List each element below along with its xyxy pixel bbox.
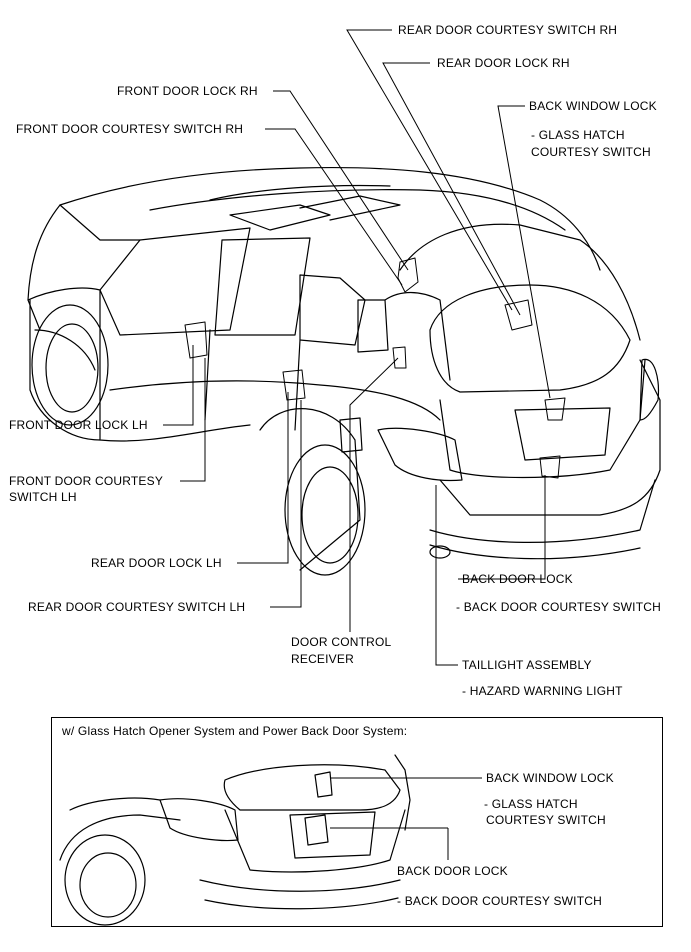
inset-title: w/ Glass Hatch Opener System and Power B… — [62, 724, 408, 738]
roof-outline — [59, 166, 601, 271]
label-rear-door-courtesy-switch-lh: REAR DOOR COURTESY SWITCH LH — [28, 600, 246, 614]
label-hazard-warning-light: - HAZARD WARNING LIGHT — [462, 684, 623, 698]
side-windows — [99, 227, 251, 336]
label-glass-hatch-courtesy-2: COURTESY SWITCH — [531, 145, 651, 159]
label-door-control-receiver-1: DOOR CONTROL — [291, 635, 392, 649]
rear-body — [439, 359, 646, 479]
taillight-left — [377, 427, 463, 482]
rear-window — [429, 284, 631, 393]
label-rear-door-lock-lh: REAR DOOR LOCK LH — [91, 556, 222, 570]
plate-recess — [514, 407, 611, 461]
label-back-window-lock: BACK WINDOW LOCK — [529, 99, 657, 113]
roof-rail — [149, 189, 566, 231]
front-wheel — [31, 304, 109, 426]
front-fender — [29, 299, 101, 441]
inset-label-back-window-lock: BACK WINDOW LOCK — [486, 771, 614, 785]
inset-panel — [51, 717, 663, 927]
rear-wheel-arch — [259, 408, 361, 571]
inset-label-glass-hatch-courtesy-1: - GLASS HATCH — [484, 797, 578, 811]
rear-bumper — [429, 479, 656, 543]
label-rear-door-lock-rh: REAR DOOR LOCK RH — [437, 56, 570, 70]
label-rear-door-courtesy-switch-rh: REAR DOOR COURTESY SWITCH RH — [398, 23, 618, 37]
inset-label-back-door-lock: BACK DOOR LOCK — [397, 864, 508, 878]
component-parts — [184, 257, 566, 479]
label-back-door-lock: BACK DOOR LOCK — [462, 572, 573, 586]
windshield — [27, 204, 61, 331]
inset-label-glass-hatch-courtesy-2: COURTESY SWITCH — [486, 813, 606, 827]
label-taillight-assembly: TAILLIGHT ASSEMBLY — [462, 658, 592, 672]
label-front-door-courtesy-lh-1: FRONT DOOR COURTESY — [9, 474, 164, 488]
taillight-right — [639, 358, 660, 421]
label-front-door-courtesy-switch-rh: FRONT DOOR COURTESY SWITCH RH — [16, 122, 244, 136]
body-side — [99, 289, 251, 442]
inset-plate-recess — [289, 811, 376, 859]
label-front-door-courtesy-lh-2: SWITCH LH — [9, 490, 77, 504]
inset-label-back-door-courtesy-switch: - BACK DOOR COURTESY SWITCH — [397, 894, 602, 908]
label-door-control-receiver-2: RECEIVER — [291, 652, 354, 666]
label-back-door-courtesy-switch: - BACK DOOR COURTESY SWITCH — [456, 600, 661, 614]
rear-wheel — [284, 444, 366, 576]
label-glass-hatch-courtesy-1: - GLASS HATCH — [531, 128, 625, 142]
label-front-door-lock-rh: FRONT DOOR LOCK RH — [117, 84, 258, 98]
label-front-door-lock-lh: FRONT DOOR LOCK LH — [9, 418, 148, 432]
